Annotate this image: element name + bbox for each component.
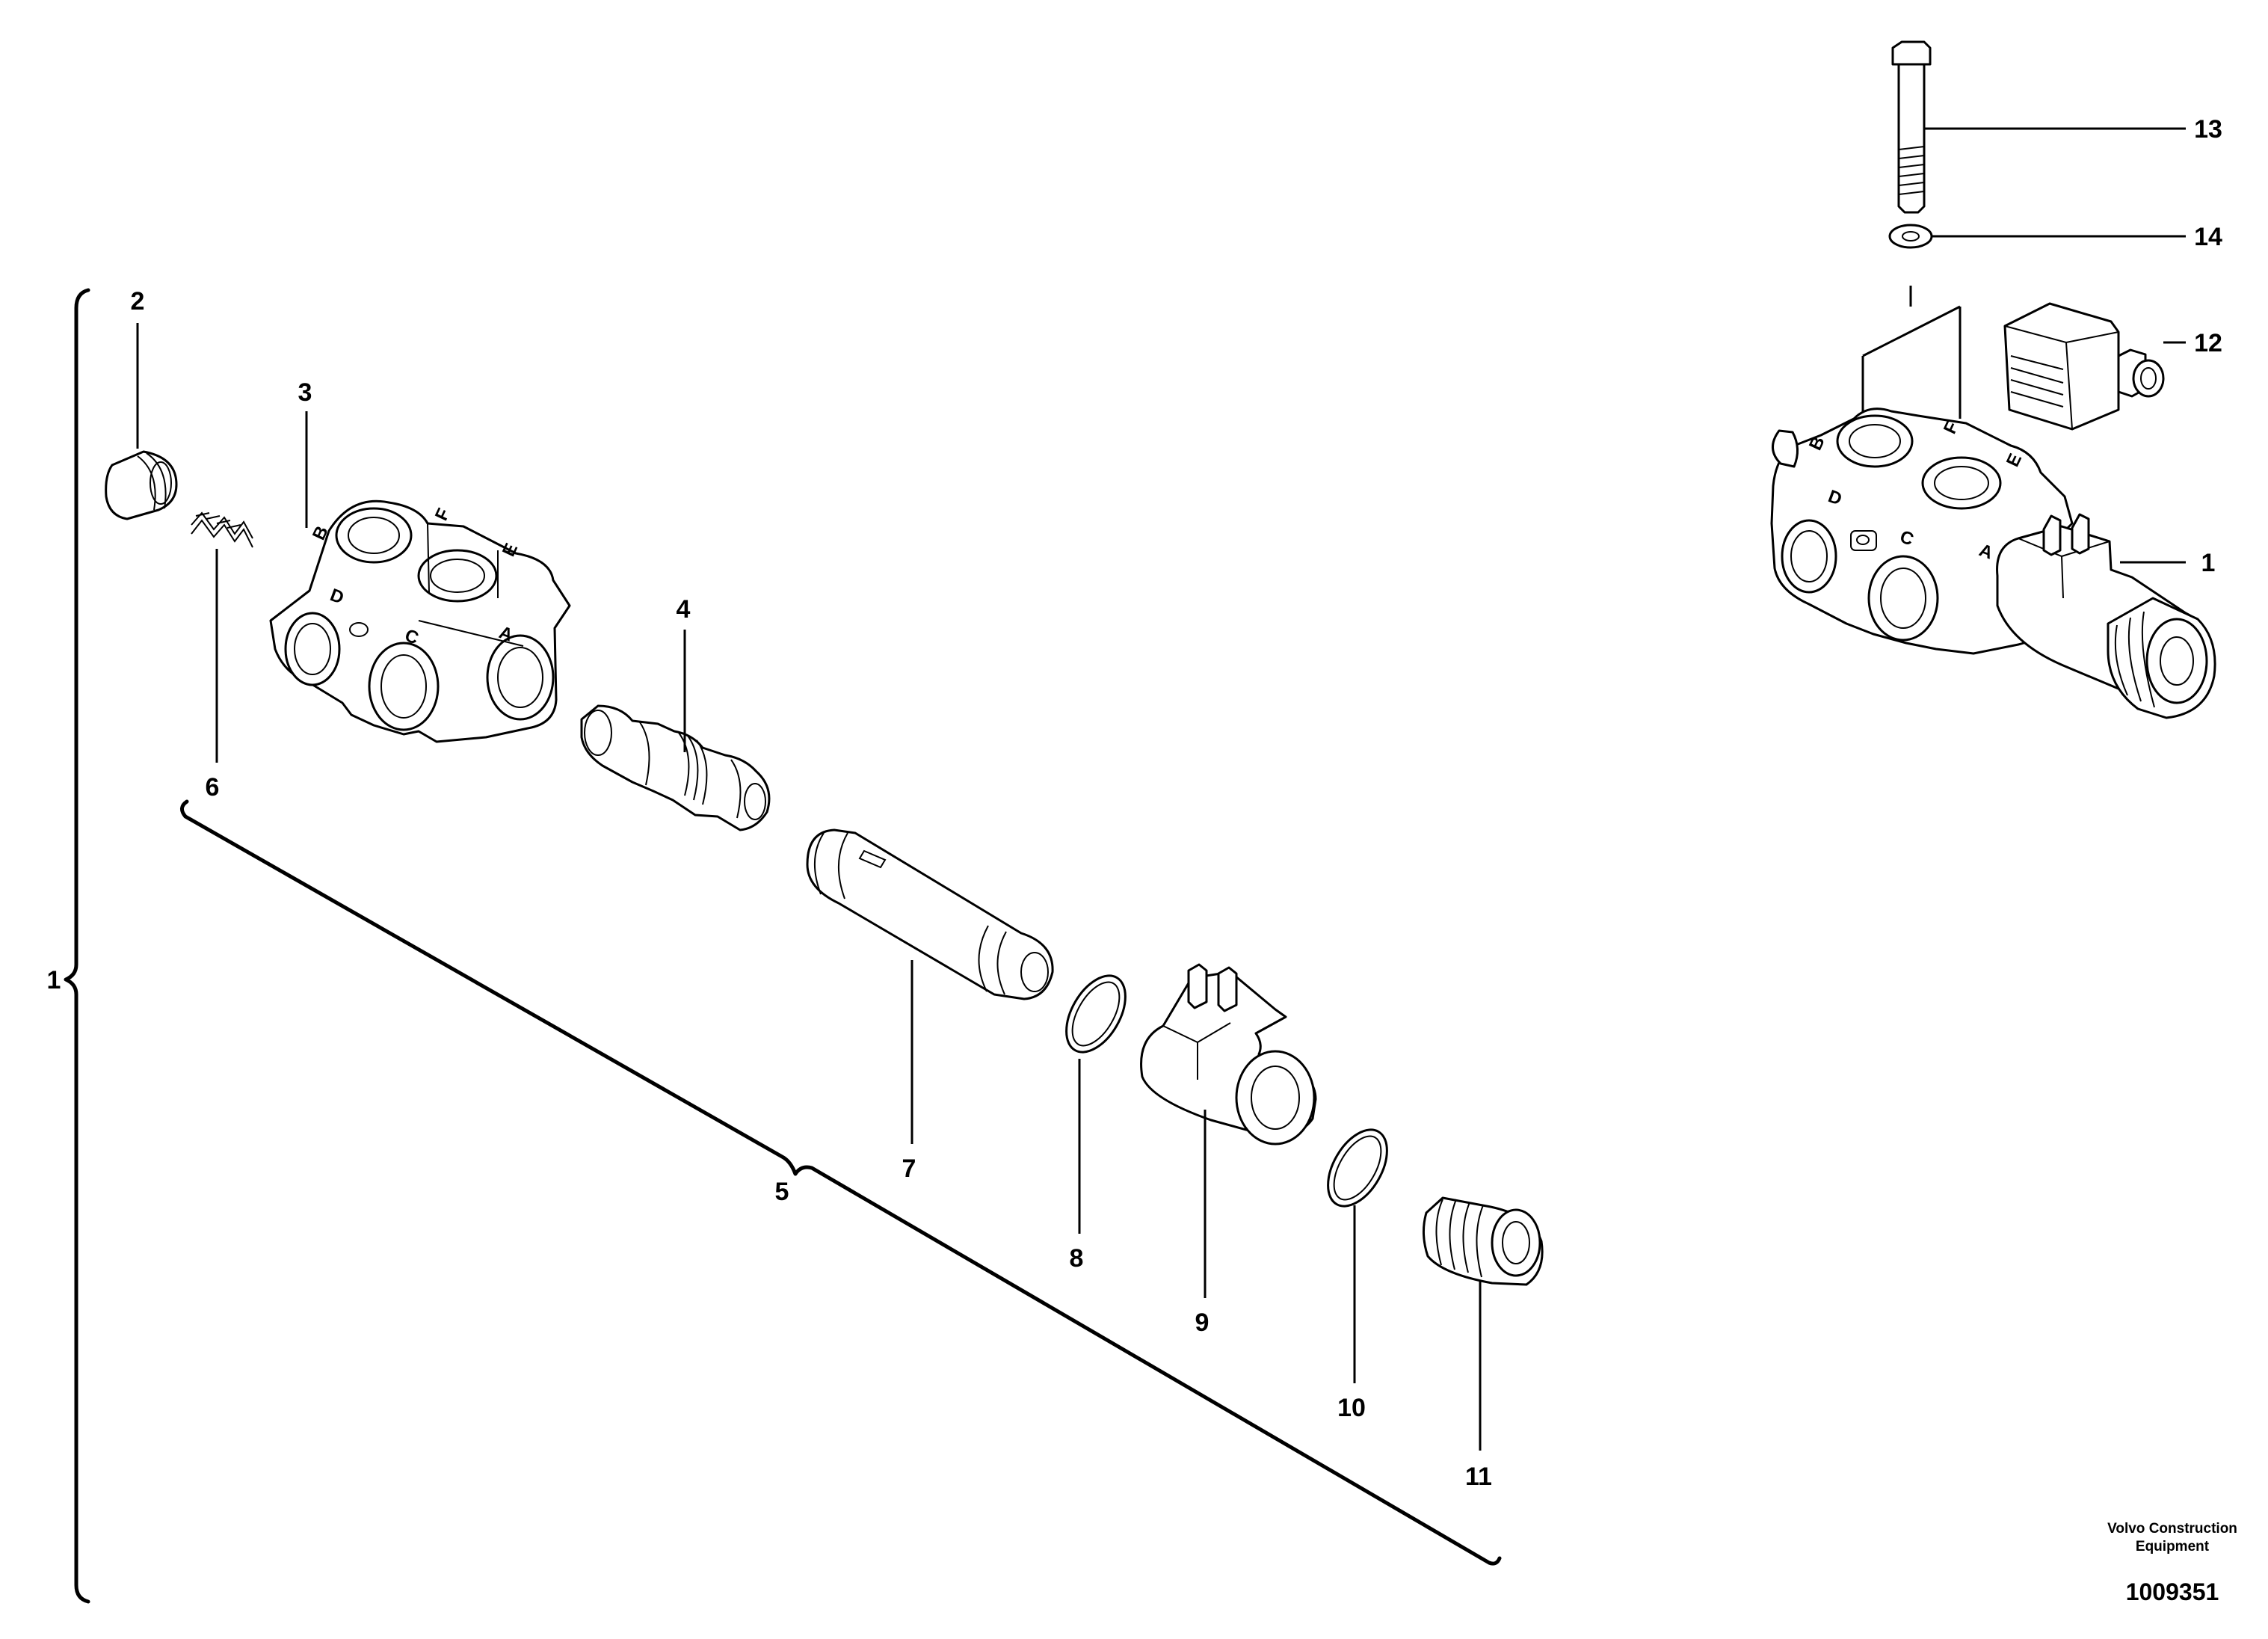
- company-name-line1: Volvo Construction: [2107, 1521, 2237, 1537]
- callout-14: 14: [2194, 223, 2222, 251]
- connector-part: [2003, 302, 2165, 431]
- callout-10: 10: [1337, 1394, 1366, 1422]
- callout-1-right: 1: [2201, 549, 2216, 577]
- washer-part: [1888, 224, 1933, 249]
- callout-8: 8: [1070, 1244, 1084, 1273]
- callout-3: 3: [298, 378, 312, 407]
- callout-9: 9: [1195, 1309, 1210, 1337]
- callout-11: 11: [1465, 1463, 1492, 1491]
- o-ring-part-10: [1327, 1128, 1388, 1208]
- solenoid-coil-part: [1140, 963, 1317, 1146]
- nut-part: [1423, 1196, 1544, 1286]
- callout-6: 6: [206, 773, 220, 802]
- callout-5: 5: [775, 1178, 789, 1206]
- assembly-brace: [64, 288, 90, 1604]
- drawing-number: 1009351: [2126, 1578, 2219, 1605]
- spring-part: [191, 511, 253, 548]
- callout-12: 12: [2194, 329, 2222, 357]
- callout-1-assembly: 1: [47, 966, 61, 994]
- mounting-leader: [1861, 286, 1962, 541]
- o-ring-part-8: [1065, 974, 1127, 1054]
- company-name-line2: Equipment: [2136, 1539, 2210, 1555]
- callout-4: 4: [677, 595, 691, 624]
- spool-part: [580, 704, 771, 831]
- assembled-valve: [1770, 408, 2216, 719]
- callout-7: 7: [902, 1154, 916, 1183]
- valve-body-part: [269, 499, 571, 743]
- port-label-f: F: [431, 505, 454, 524]
- callout-2: 2: [131, 287, 145, 316]
- bolt-part: [1891, 40, 1932, 214]
- callout-13: 13: [2194, 115, 2222, 144]
- subassembly-brace: [180, 799, 1502, 1566]
- plug-part: [105, 450, 178, 520]
- tube-part: [806, 828, 1054, 1000]
